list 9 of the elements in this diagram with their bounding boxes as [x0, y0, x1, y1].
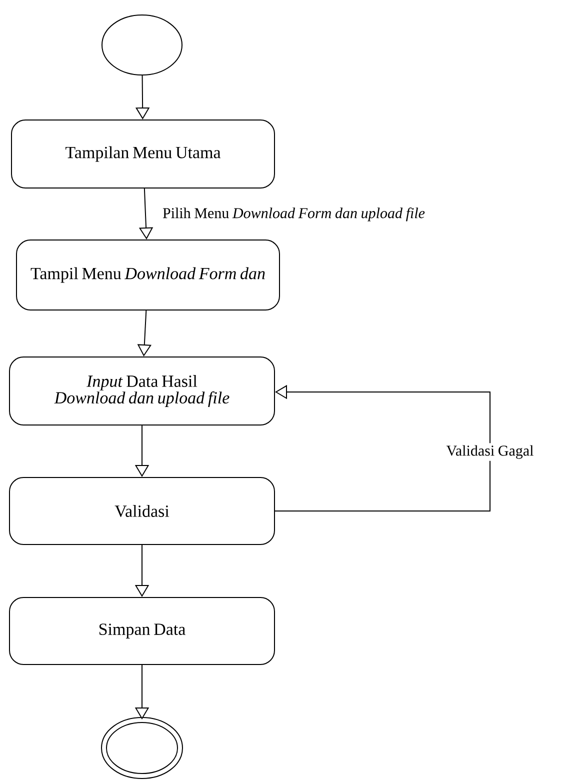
edge-label: Pilih Menu Download Form dan upload file	[162, 208, 425, 222]
action-box: Input Data Hasil Download dan upload file	[9, 356, 275, 426]
end-node	[101, 717, 183, 779]
start-node	[102, 14, 182, 76]
action-box: Tampilan Menu Utama	[11, 120, 275, 188]
action-box: Tampil Menu Download Form dan	[16, 240, 280, 310]
action-box: Simpan Data	[9, 597, 275, 665]
edge-label: Validasi Gagal	[446, 445, 534, 459]
action-box: Validasi	[9, 477, 275, 545]
